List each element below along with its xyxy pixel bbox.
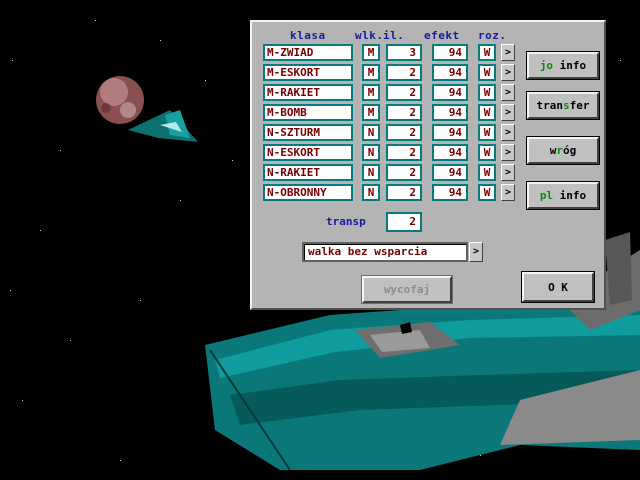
pl-info-hotkey: pl — [539, 189, 554, 202]
klasa-field[interactable]: N-RAKIET — [263, 164, 353, 181]
wrog-label-rest: óg — [563, 144, 577, 157]
il-field[interactable]: 2 — [386, 84, 422, 101]
fleet-dialog: klasa wlk. il. efekt roz. M-ZWIAD M 3 94… — [250, 20, 606, 310]
header-il: il. — [383, 29, 405, 42]
header-roz: roz. — [478, 29, 507, 42]
roz-field[interactable]: W — [478, 124, 496, 141]
il-field[interactable]: 2 — [386, 64, 422, 81]
roz-field[interactable]: W — [478, 84, 496, 101]
klasa-field[interactable]: M-ESKORT — [263, 64, 353, 81]
roz-arrow-button[interactable]: > — [501, 84, 515, 101]
wycofaj-button[interactable]: wycofaj — [362, 276, 452, 303]
il-field[interactable]: 3 — [386, 44, 422, 61]
efekt-field[interactable]: 94 — [432, 164, 468, 181]
jo-info-button[interactable]: jo info — [527, 52, 599, 79]
jo-info-label: info — [553, 59, 587, 72]
wlk-field[interactable]: N — [362, 164, 380, 181]
header-wlk: wlk. — [355, 29, 384, 42]
il-field[interactable]: 2 — [386, 164, 422, 181]
il-field[interactable]: 2 — [386, 144, 422, 161]
roz-arrow-button[interactable]: > — [501, 144, 515, 161]
klasa-field[interactable]: M-ZWIAD — [263, 44, 353, 61]
roz-arrow-button[interactable]: > — [501, 164, 515, 181]
wrog-label-pre: w — [549, 144, 557, 157]
wrog-hotkey: r — [556, 144, 563, 157]
roz-arrow-button[interactable]: > — [501, 124, 515, 141]
roz-field[interactable]: W — [478, 64, 496, 81]
wlk-field[interactable]: M — [362, 44, 380, 61]
klasa-field[interactable]: N-OBRONNY — [263, 184, 353, 201]
wlk-field[interactable]: N — [362, 124, 380, 141]
efekt-field[interactable]: 94 — [432, 64, 468, 81]
roz-field[interactable]: W — [478, 104, 496, 121]
roz-arrow-button[interactable]: > — [501, 44, 515, 61]
efekt-field[interactable]: 94 — [432, 104, 468, 121]
il-field[interactable]: 2 — [386, 184, 422, 201]
efekt-field[interactable]: 94 — [432, 124, 468, 141]
transp-label: transp — [326, 215, 366, 228]
roz-arrow-button[interactable]: > — [501, 104, 515, 121]
roz-arrow-button[interactable]: > — [501, 64, 515, 81]
efekt-field[interactable]: 94 — [432, 184, 468, 201]
wlk-field[interactable]: N — [362, 184, 380, 201]
combat-mode-arrow-button[interactable]: > — [469, 242, 483, 262]
jo-info-hotkey: jo — [539, 59, 554, 72]
pl-info-button[interactable]: pl info — [527, 182, 599, 209]
klasa-field[interactable]: N-SZTURM — [263, 124, 353, 141]
transfer-label-rest: fer — [569, 99, 590, 112]
transfer-hotkey: s — [563, 99, 570, 112]
small-ship-icon — [128, 110, 198, 142]
roz-arrow-button[interactable]: > — [501, 184, 515, 201]
roz-field[interactable]: W — [478, 164, 496, 181]
il-field[interactable]: 2 — [386, 104, 422, 121]
wlk-field[interactable]: M — [362, 84, 380, 101]
mothership-icon — [205, 232, 640, 471]
roz-field[interactable]: W — [478, 144, 496, 161]
header-efekt: efekt — [424, 29, 460, 42]
klasa-field[interactable]: M-BOMB — [263, 104, 353, 121]
efekt-field[interactable]: 94 — [432, 84, 468, 101]
roz-field[interactable]: W — [478, 44, 496, 61]
wlk-field[interactable]: N — [362, 144, 380, 161]
klasa-field[interactable]: M-RAKIET — [263, 84, 353, 101]
pl-info-label: info — [553, 189, 587, 202]
ok-button[interactable]: O K — [522, 272, 594, 302]
header-klasa: klasa — [290, 29, 326, 42]
klasa-field[interactable]: N-ESKORT — [263, 144, 353, 161]
efekt-field[interactable]: 94 — [432, 44, 468, 61]
planet-icon — [96, 76, 144, 124]
combat-mode-select[interactable]: walka bez wsparcia — [302, 242, 468, 262]
transfer-label-pre: tran — [536, 99, 564, 112]
roz-field[interactable]: W — [478, 184, 496, 201]
efekt-field[interactable]: 94 — [432, 144, 468, 161]
wlk-field[interactable]: M — [362, 104, 380, 121]
il-field[interactable]: 2 — [386, 124, 422, 141]
wlk-field[interactable]: M — [362, 64, 380, 81]
transp-field[interactable]: 2 — [386, 212, 422, 232]
